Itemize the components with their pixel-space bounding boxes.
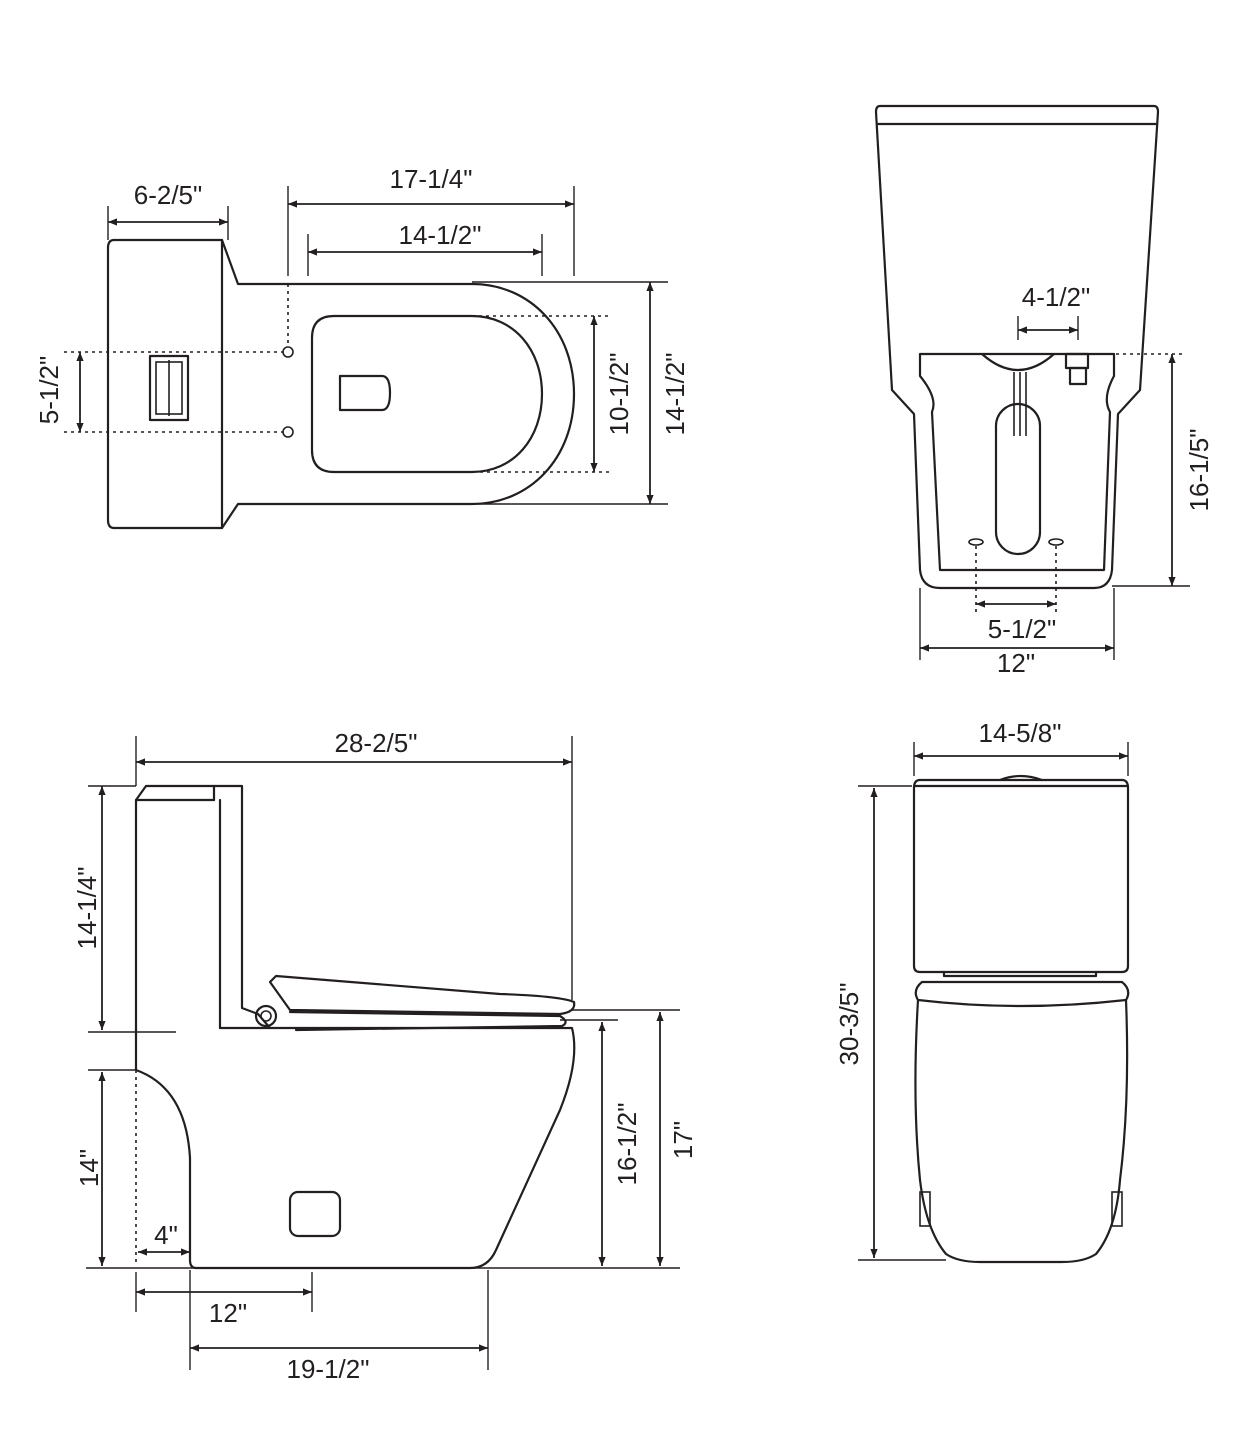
dim-rough-in: 12" bbox=[209, 1298, 247, 1328]
dim-overall-height: 30-3/5" bbox=[834, 983, 864, 1066]
front-view-dimensions: 14-5/8" 30-3/5" bbox=[834, 718, 1128, 1258]
dim-seat-height: 17" bbox=[668, 1121, 698, 1159]
top-view: 6-2/5" 17-1/4" 14-1/2" 5-1/2" 10-1/2" 14… bbox=[34, 164, 690, 530]
side-view-outline bbox=[134, 784, 576, 1270]
dim-mount-spacing: 5-1/2" bbox=[988, 614, 1057, 644]
dim-supply-offset: 4-1/2" bbox=[1022, 282, 1091, 312]
dim-tank-height: 14-1/4" bbox=[72, 867, 102, 950]
top-view-guides bbox=[64, 186, 668, 505]
dim-tank-depth: 6-2/5" bbox=[134, 180, 203, 210]
dim-bowl-height: 16-1/2" bbox=[612, 1103, 642, 1186]
dim-tank-width: 14-5/8" bbox=[979, 718, 1062, 748]
dim-bolt-spacing: 5-1/2" bbox=[34, 356, 64, 425]
side-view-guides bbox=[86, 736, 680, 1370]
dim-seat-opening-width: 10-1/2" bbox=[604, 353, 634, 436]
front-view: 14-5/8" 30-3/5" bbox=[834, 718, 1130, 1264]
side-view-dimensions: 28-2/5" 14-1/4" 14" 16-1/2" 17" 4" 12" 1… bbox=[72, 728, 698, 1384]
rear-view-dimensions: 4-1/2" 16-1/5" 5-1/2" 12" bbox=[920, 282, 1214, 678]
dim-wall-gap: 4" bbox=[154, 1220, 178, 1250]
dim-bowl-depth: 19-1/2" bbox=[287, 1354, 370, 1384]
dim-rear-height: 16-1/5" bbox=[1184, 429, 1214, 512]
rear-view-outline bbox=[874, 104, 1160, 590]
dim-seat-opening-length: 14-1/2" bbox=[399, 220, 482, 250]
rear-view: 4-1/2" 16-1/5" 5-1/2" 12" bbox=[874, 104, 1214, 678]
rear-view-guides bbox=[919, 316, 1190, 660]
dim-base-width: 12" bbox=[997, 648, 1035, 678]
front-view-guides bbox=[858, 742, 1129, 1261]
dim-lower-height: 14" bbox=[74, 1149, 104, 1187]
top-view-outline bbox=[106, 238, 576, 530]
front-view-outline bbox=[912, 774, 1130, 1264]
dim-overall-length: 17-1/4" bbox=[390, 164, 473, 194]
dim-overall-depth: 28-2/5" bbox=[335, 728, 418, 758]
dim-bowl-width: 14-1/2" bbox=[660, 353, 690, 436]
side-view: 28-2/5" 14-1/4" 14" 16-1/2" 17" 4" 12" 1… bbox=[72, 728, 698, 1384]
top-view-dimensions: 6-2/5" 17-1/4" 14-1/2" 5-1/2" 10-1/2" 14… bbox=[34, 164, 690, 504]
